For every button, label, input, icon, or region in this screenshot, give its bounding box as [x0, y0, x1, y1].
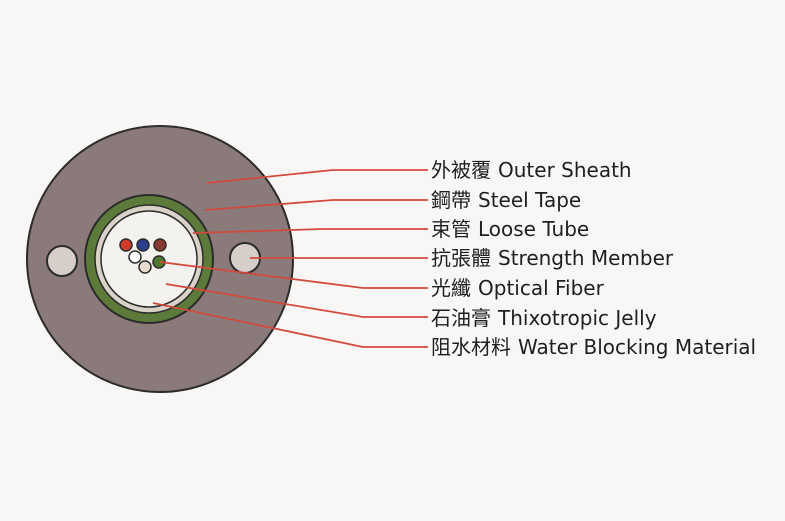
leader-line-optical-fiber [159, 261, 428, 289]
leader-line-steel-tape [204, 199, 428, 211]
label-loose-tube-en: Loose Tube [478, 217, 590, 241]
label-strength-member-en: Strength Member [498, 246, 674, 270]
label-strength-member-zh: 抗張體 [431, 246, 491, 270]
leader-line-water-blocking-material [152, 302, 428, 348]
label-steel-tape-zh: 鋼帶 [431, 188, 471, 212]
label-steel-tape-en: Steel Tape [478, 188, 582, 212]
leader-line-thixotropic-jelly [165, 283, 428, 318]
label-steel-tape: 鋼帶 Steel Tape [431, 187, 581, 213]
optical-fiber-tan [138, 260, 152, 274]
leader-line-outer-sheath [206, 169, 428, 184]
leader-line-loose-tube [192, 228, 428, 234]
label-thixotropic-jelly: 石油膏 Thixotropic Jelly [431, 305, 657, 331]
label-water-blocking-material: 阻水材料 Water Blocking Material [431, 334, 756, 360]
optical-fiber-blue [136, 238, 150, 252]
label-thixotropic-jelly-zh: 石油膏 [431, 306, 491, 330]
label-outer-sheath-en: Outer Sheath [498, 158, 632, 182]
optical-fiber-red [119, 238, 133, 252]
label-outer-sheath: 外被覆 Outer Sheath [431, 157, 632, 183]
label-strength-member: 抗張體 Strength Member [431, 245, 673, 271]
optical-fiber-white [128, 250, 142, 264]
label-optical-fiber-zh: 光纖 [431, 276, 471, 300]
label-water-blocking-material-en: Water Blocking Material [518, 335, 757, 359]
label-optical-fiber-en: Optical Fiber [478, 276, 604, 300]
label-loose-tube-zh: 束管 [431, 217, 471, 241]
strength-member-left [46, 245, 78, 277]
label-outer-sheath-zh: 外被覆 [431, 158, 491, 182]
label-optical-fiber: 光纖 Optical Fiber [431, 275, 604, 301]
label-water-blocking-material-zh: 阻水材料 [431, 335, 511, 359]
label-thixotropic-jelly-en: Thixotropic Jelly [498, 306, 657, 330]
loose-tube-layer [100, 210, 198, 308]
label-loose-tube: 束管 Loose Tube [431, 216, 589, 242]
optical-fiber-brown [153, 238, 167, 252]
